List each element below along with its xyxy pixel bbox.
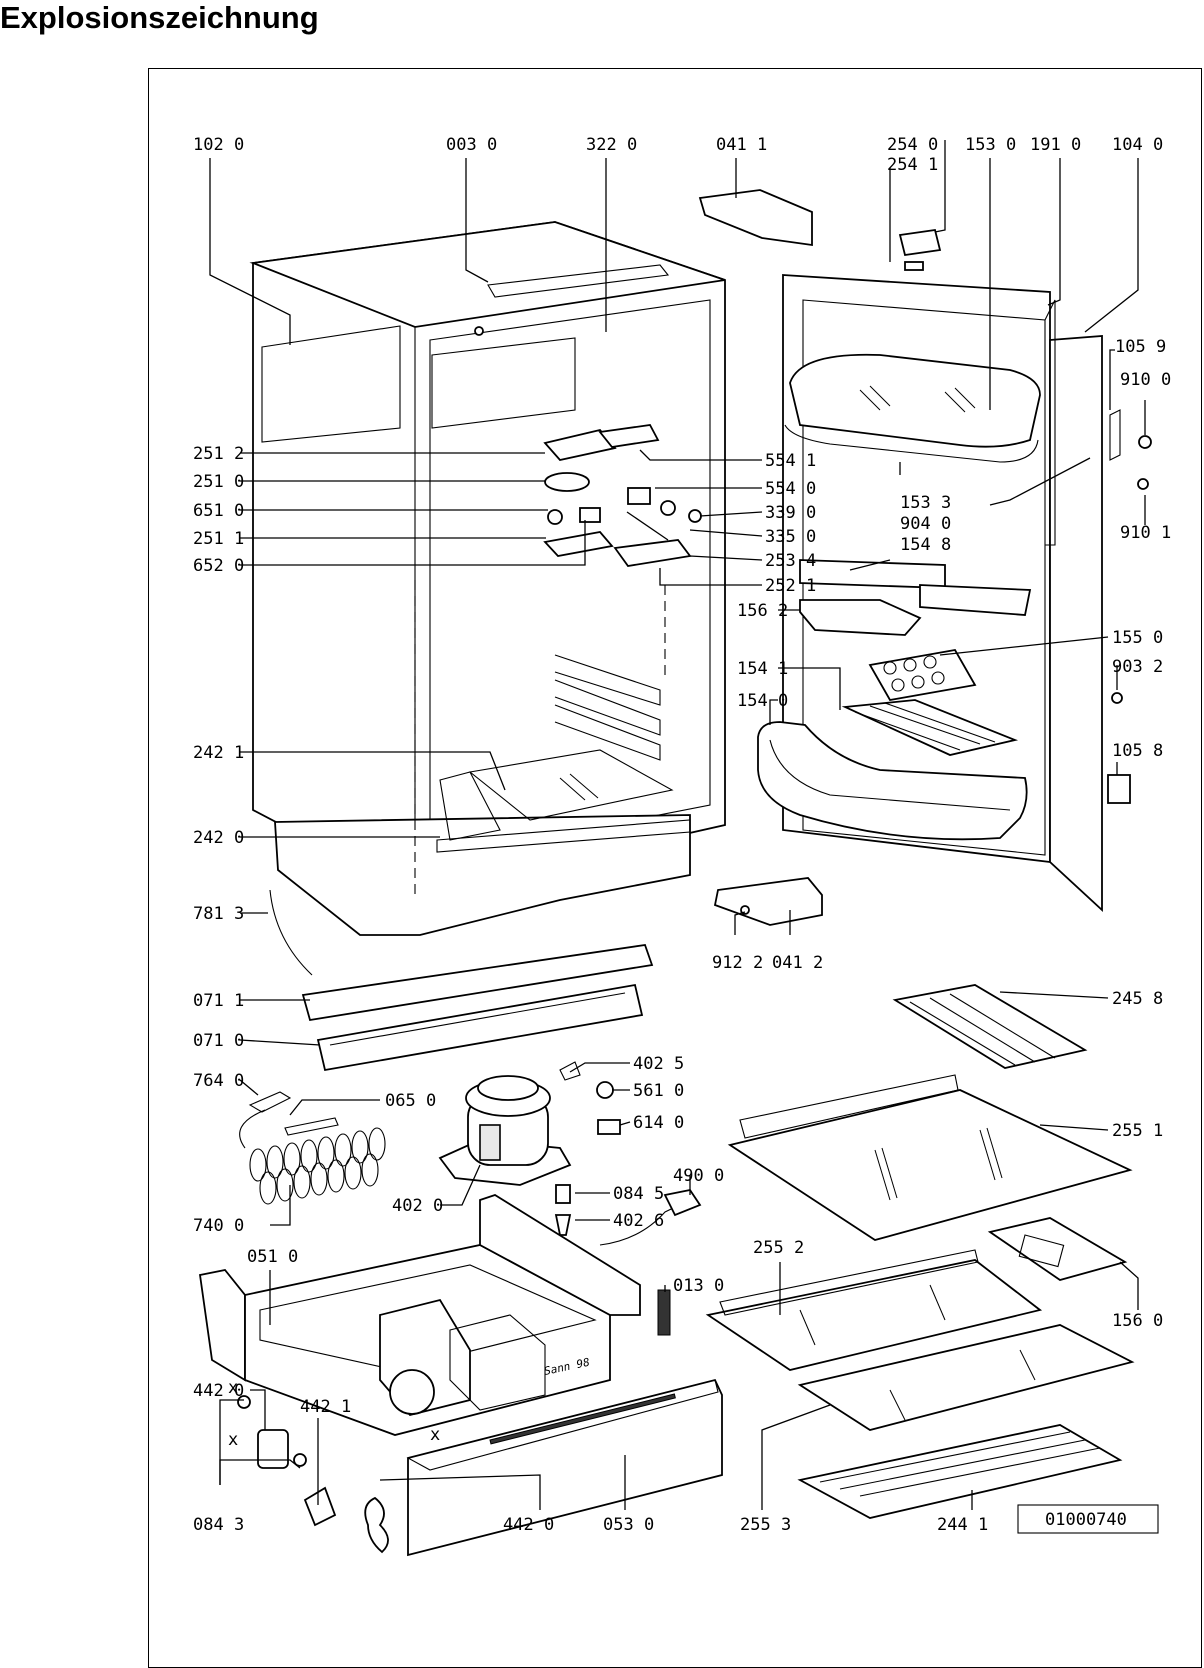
mark-x-2: x [228, 1378, 238, 1398]
label-153-3: 153 3 [900, 493, 951, 513]
part-labels: 102 0 003 0 322 0 041 1 254 0 254 1 153 … [193, 135, 1171, 1535]
label-242-0: 242 0 [193, 828, 244, 848]
cabinet-body [249, 221, 726, 936]
label-255-2: 255 2 [753, 1238, 804, 1258]
label-912-2: 912 2 [712, 953, 763, 973]
label-402-6: 402 6 [613, 1211, 664, 1231]
label-051-0: 051 0 [247, 1247, 298, 1267]
label-102-0: 102 0 [193, 135, 244, 155]
door [757, 228, 1152, 913]
shelves [705, 984, 1135, 1519]
label-065-0: 065 0 [385, 1091, 436, 1111]
mark-x-3: x [228, 1430, 238, 1450]
label-105-8: 105 8 [1112, 741, 1163, 761]
label-191-0: 191 0 [1030, 135, 1081, 155]
label-156-0: 156 0 [1112, 1311, 1163, 1331]
label-251-0: 251 0 [193, 472, 244, 492]
label-781-3: 781 3 [193, 904, 244, 924]
label-614-0: 614 0 [633, 1113, 684, 1133]
label-156-2: 156 2 [737, 601, 788, 621]
label-254-1: 254 1 [887, 155, 938, 175]
label-251-1: 251 1 [193, 529, 244, 549]
label-003-0: 003 0 [446, 135, 497, 155]
label-904-0: 904 0 [900, 514, 951, 534]
label-910-0: 910 0 [1120, 370, 1171, 390]
label-339-0: 339 0 [765, 503, 816, 523]
label-084-3: 084 3 [193, 1515, 244, 1535]
label-245-8: 245 8 [1112, 989, 1163, 1009]
label-154-8: 154 8 [900, 535, 951, 555]
label-071-0: 071 0 [193, 1031, 244, 1051]
label-253-4: 253 4 [765, 551, 816, 571]
label-652-0: 652 0 [193, 556, 244, 576]
label-651-0: 651 0 [193, 501, 244, 521]
label-013-0: 013 0 [673, 1276, 724, 1296]
mark-x-1: x [430, 1425, 440, 1445]
label-153-0: 153 0 [965, 135, 1016, 155]
label-252-1: 252 1 [765, 576, 816, 596]
label-154-0: 154 0 [737, 691, 788, 711]
label-335-0: 335 0 [765, 527, 816, 547]
thermostat-lamp-assembly [543, 424, 702, 567]
drawing-number-stamp: 01000740 [1017, 1504, 1159, 1534]
label-084-5: 084 5 [613, 1184, 664, 1204]
label-105-9: 105 9 [1115, 337, 1166, 357]
label-104-0: 104 0 [1112, 135, 1163, 155]
label-764-0: 764 0 [193, 1071, 244, 1091]
label-442-0-left: 442 0 [193, 1381, 244, 1401]
label-561-0: 561 0 [633, 1081, 684, 1101]
label-251-2: 251 2 [193, 444, 244, 464]
label-910-1: 910 1 [1120, 523, 1171, 543]
label-442-0-bottom: 442 0 [503, 1515, 554, 1535]
label-244-1: 244 1 [937, 1515, 988, 1535]
compressor [438, 1075, 572, 1186]
page-title: Explosionszeichnung [0, 0, 319, 35]
drawing-number: 01000740 [1045, 1510, 1127, 1530]
label-903-2: 903 2 [1112, 657, 1163, 677]
cross-rails [301, 944, 654, 1072]
label-053-0: 053 0 [603, 1515, 654, 1535]
front-grille [406, 1378, 723, 1557]
condenser-coil [239, 1091, 386, 1205]
base-frame: Sann 98 x x x [198, 1194, 641, 1450]
label-041-2: 041 2 [772, 953, 823, 973]
label-402-0: 402 0 [392, 1196, 443, 1216]
leader-lines [209, 140, 1146, 1510]
label-071-1: 071 1 [193, 991, 244, 1011]
label-041-1: 041 1 [716, 135, 767, 155]
label-442-1: 442 1 [300, 1397, 351, 1417]
label-554-1: 554 1 [765, 451, 816, 471]
label-154-1: 154 1 [737, 659, 788, 679]
label-255-1: 255 1 [1112, 1121, 1163, 1141]
label-740-0: 740 0 [193, 1216, 244, 1236]
label-402-5: 402 5 [633, 1054, 684, 1074]
label-155-0: 155 0 [1112, 628, 1163, 648]
label-490-0: 490 0 [673, 1166, 724, 1186]
drain-hose [269, 889, 313, 976]
label-322-0: 322 0 [586, 135, 637, 155]
label-255-3: 255 3 [740, 1515, 791, 1535]
label-242-1: 242 1 [193, 743, 244, 763]
label-254-0: 254 0 [887, 135, 938, 155]
electrical-parts [554, 1061, 702, 1336]
label-554-0: 554 0 [765, 479, 816, 499]
